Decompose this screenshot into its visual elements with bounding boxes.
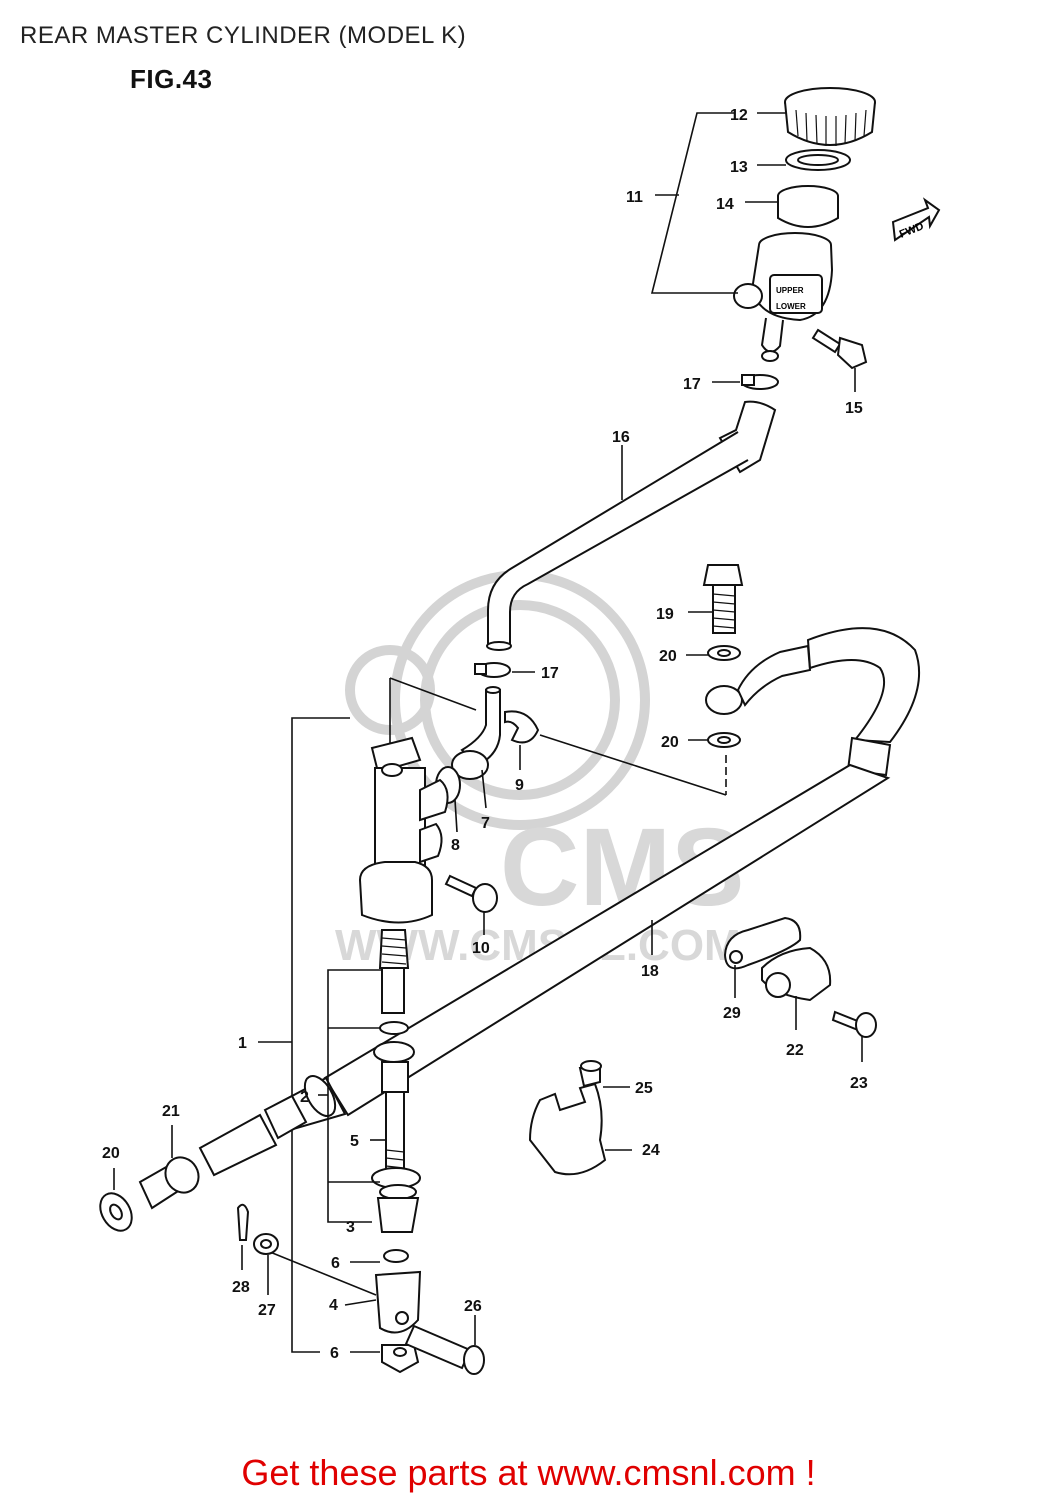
label-28: 28 [232, 1279, 250, 1296]
label-6a: 6 [331, 1255, 340, 1272]
label-29: 29 [723, 1005, 741, 1022]
label-8: 8 [451, 837, 460, 854]
parts-20-21-rod [99, 1094, 308, 1232]
part-10-bolt [444, 874, 498, 935]
label-26: 26 [464, 1298, 482, 1315]
part-17-clamp-lower [474, 662, 535, 678]
label-25: 25 [635, 1080, 653, 1097]
label-21: 21 [162, 1103, 180, 1120]
label-3: 3 [346, 1219, 355, 1236]
part-labels: 1 2 3 4 5 6 6 7 8 9 10 11 12 13 14 15 16… [102, 107, 868, 1362]
part-17-clamp-top [712, 374, 779, 390]
label-18: 18 [641, 963, 659, 980]
shop-callout-link[interactable]: Get these parts at www.cmsnl.com ! [241, 1452, 816, 1493]
label-15: 15 [845, 400, 863, 417]
part-1-bracket [258, 717, 350, 1353]
master-cylinder-body [358, 736, 449, 924]
label-6b: 6 [330, 1345, 339, 1362]
label-24: 24 [642, 1142, 660, 1159]
part-26-pin [404, 1315, 485, 1375]
label-20c: 20 [102, 1145, 120, 1162]
reservoir-assembly: UPPER LOWER [650, 87, 876, 362]
parts-4-6-clevis [269, 1251, 422, 1374]
parts-22-23-29 [723, 916, 877, 1062]
parts-7-8-9-fitting [435, 686, 540, 833]
parts-24-25 [528, 1060, 632, 1176]
label-23: 23 [850, 1075, 868, 1092]
label-17a: 17 [683, 376, 701, 393]
label-20a: 20 [659, 648, 677, 665]
label-10: 10 [472, 940, 490, 957]
reservoir-upper-mark: UPPER [776, 286, 804, 295]
label-7: 7 [481, 815, 490, 832]
label-11: 11 [626, 189, 643, 206]
label-20b: 20 [661, 734, 679, 751]
part-15-bolt [811, 328, 868, 392]
label-1: 1 [238, 1035, 247, 1052]
figure-label: FIG.43 [130, 64, 213, 94]
piston-assembly [318, 929, 421, 1263]
label-22: 22 [786, 1042, 804, 1059]
label-27: 27 [258, 1302, 276, 1319]
label-19: 19 [656, 606, 674, 623]
label-9: 9 [515, 777, 524, 794]
parts-27-28 [236, 1203, 279, 1295]
label-16: 16 [612, 429, 630, 446]
fwd-badge: FWD [891, 197, 941, 242]
label-13: 13 [730, 159, 748, 176]
label-17b: 17 [541, 665, 559, 682]
page-title: REAR MASTER CYLINDER (MODEL K) [20, 22, 467, 49]
label-2: 2 [300, 1089, 309, 1106]
label-14: 14 [716, 196, 734, 213]
reservoir-lower-mark: LOWER [776, 302, 806, 311]
label-4: 4 [329, 1297, 338, 1314]
label-5: 5 [350, 1133, 359, 1150]
parts-19-20-banjo-bolt [686, 564, 744, 748]
part-16-hose [486, 400, 777, 651]
label-12: 12 [730, 107, 748, 124]
